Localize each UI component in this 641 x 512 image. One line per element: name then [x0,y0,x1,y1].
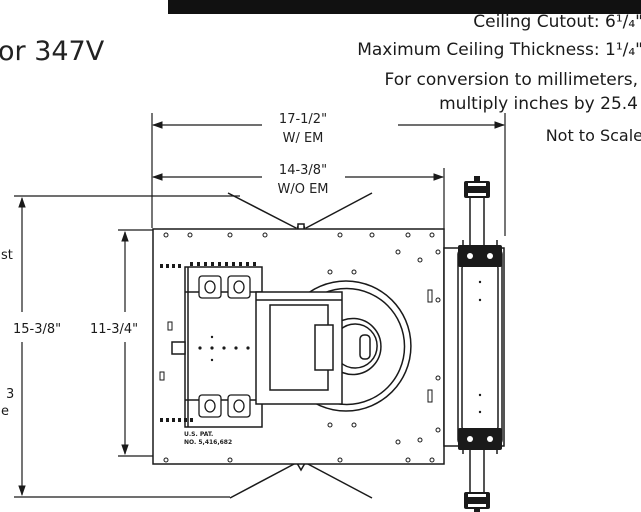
em-pack-ends [458,245,502,450]
dimension-height-inner [118,229,158,457]
junction-box-knockouts [198,275,251,418]
em-battery-pack [443,240,505,454]
scale-note: Not to Scale [545,126,641,145]
spring-clip-top [227,192,373,235]
dimension-width-with-em [151,113,506,236]
housing-bracket [255,291,343,405]
cropped-label-mid2: e [1,404,9,419]
junction-box-teeth [160,262,256,422]
conduit-fitting-bottom [464,492,490,512]
page-title-fragment: or 347V [0,36,105,67]
height-inner-value: 11-3/4" [90,322,139,337]
plate-marking-line2: NO. 5,416,682 [184,439,232,446]
cropped-label-top: st [1,248,13,263]
plate-holes [163,232,441,463]
ceiling-cutout-spec: Ceiling Cutout: 6¹/₄" [473,12,641,32]
cropped-label-mid1: 3 [6,387,15,402]
width-without-em-value: 14-3/8" [278,163,328,178]
dimension-height-outer [14,195,240,498]
width-with-em-value: 17-1/2" [278,112,328,127]
em-conduit [469,198,485,492]
junction-box-dots [198,335,250,362]
conversion-note-line1: For conversion to millimeters, [384,70,638,90]
width-with-em-label: W/ EM [282,131,324,146]
max-ceiling-thickness-spec: Maximum Ceiling Thickness: 1¹/₄" [357,40,641,60]
conduit-fitting-top [464,176,490,198]
em-pack-dots [478,280,482,414]
plate-marking-line1: U.S. PAT. [184,431,213,438]
em-pack-end-holes [467,253,493,442]
header-bar [168,0,641,14]
conversion-note-line2: multiply inches by 25.4 [439,94,638,114]
width-without-em-label: W/O EM [277,182,329,197]
dimension-width-without-em [151,168,445,230]
height-outer-value: 15-3/8" [13,322,62,337]
